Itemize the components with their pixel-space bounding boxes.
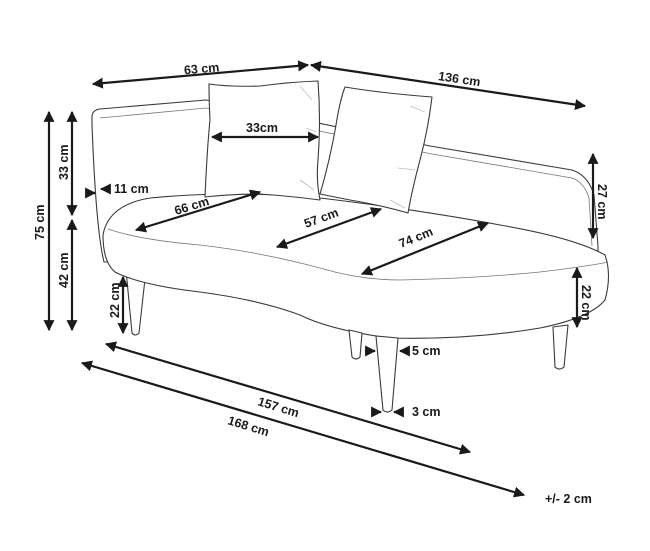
label-backrest-thickness: 11 cm — [114, 182, 149, 196]
label-seat-thickness-right: 22 cm — [579, 285, 593, 320]
label-backrest-height: 33 cm — [57, 145, 71, 180]
label-leg-height-left: 22 cm — [108, 283, 122, 318]
label-leg-top-width: 5 cm — [412, 344, 441, 358]
label-leg-bottom-width: 3 cm — [412, 405, 441, 419]
leg-front-center-small — [348, 329, 363, 360]
leg-front-center — [375, 335, 399, 413]
leg-front-right — [552, 324, 569, 370]
label-seat-height: 42 cm — [57, 253, 71, 288]
dimension-lines — [43, 60, 599, 498]
label-tolerance: +/- 2 cm — [545, 492, 592, 506]
label-total-height: 75 cm — [33, 205, 47, 240]
label-cushion-width: 33cm — [246, 121, 278, 135]
leg-back-left — [125, 269, 147, 336]
label-back-right-length: 136 cm — [437, 69, 481, 89]
label-armrest-height: 27 cm — [595, 184, 609, 219]
label-back-left-width: 63 cm — [183, 60, 220, 77]
